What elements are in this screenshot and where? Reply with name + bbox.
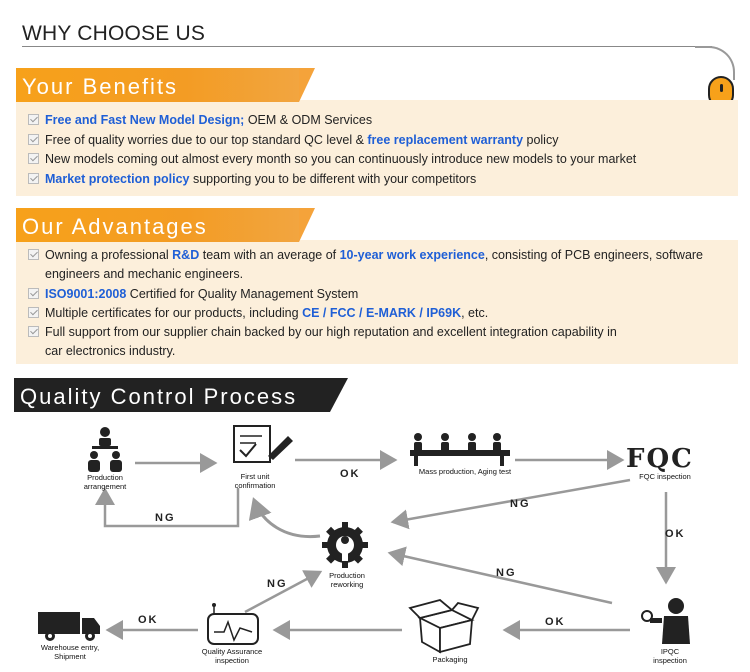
advantage-item-1: Owning a professional R&D team with an a…: [28, 246, 703, 265]
mass-production-line-icon: [410, 433, 510, 466]
packaging-box-icon: [408, 599, 480, 654]
advantages-title: Our Advantages: [16, 208, 315, 242]
check-icon: [28, 173, 39, 184]
arrow-qa-to-rework: [244, 570, 323, 614]
arrow-fqc-to-rework: [390, 478, 631, 530]
benefits-panel: [16, 100, 738, 196]
arrow-ipqc-to-rework: [387, 546, 613, 605]
check-icon: [28, 288, 39, 299]
page-title: WHY CHOOSE US: [22, 22, 206, 45]
benefits-title: Your Benefits: [16, 68, 315, 102]
advantage-item-2: ISO9001:2008 Certified for Quality Manag…: [28, 285, 358, 304]
qc-title: Quality Control Process: [14, 378, 348, 412]
label-reworking: Production reworking: [329, 571, 365, 589]
header-divider: [22, 46, 712, 47]
check-icon: [28, 326, 39, 337]
arrow-rework-to-first: [248, 497, 321, 539]
check-icon: [28, 153, 39, 164]
warehouse-truck-icon: [38, 612, 100, 641]
advantages-panel: [16, 240, 738, 364]
check-icon: [28, 249, 39, 260]
label-packaging: Packaging: [432, 655, 468, 664]
label-first-unit: First unit confirmation: [234, 472, 276, 490]
label-mass-production: Mass production, Aging test: [418, 467, 512, 476]
advantage-item-4-line2: car electronics industry.: [45, 344, 176, 358]
edge-label-ok: OK: [545, 616, 566, 628]
label-production-arrangement: Production arrangement: [83, 473, 127, 491]
edge-label-ok: OK: [138, 614, 159, 626]
reworking-gear-wrench-icon: [322, 522, 368, 568]
edge-label-ok: OK: [340, 468, 361, 480]
benefit-item-3: New models coming out almost every month…: [28, 150, 636, 169]
mouse-wheel: [720, 84, 723, 92]
production-arrangement-icon: [88, 427, 122, 472]
advantage-item-4: Full support from our supplier chain bac…: [28, 323, 617, 342]
fqc-logo: FQC: [626, 444, 694, 474]
edge-label-ng: NG: [496, 567, 517, 579]
edge-label-ng: NG: [510, 498, 531, 510]
check-icon: [28, 114, 39, 125]
ipqc-inspector-icon: [641, 598, 690, 644]
benefit-item-4: Market protection policy supporting you …: [28, 170, 476, 189]
edge-label-ng: NG: [267, 578, 288, 590]
benefit-item-1: Free and Fast New Model Design; OEM & OD…: [28, 111, 372, 130]
edge-label-ng: NG: [155, 512, 176, 524]
label-ipqc: IPQC inspection: [653, 647, 687, 665]
advantage-item-1-line2: engineers and mechanic engineers.: [45, 267, 244, 281]
qa-monitor-icon: [207, 603, 259, 645]
benefit-item-2: Free of quality worries due to our top s…: [28, 131, 558, 150]
check-icon: [28, 307, 39, 318]
edge-label-ok: OK: [665, 528, 686, 540]
arrow-first-ng-back: [95, 487, 240, 528]
first-unit-clipboard-icon: [233, 425, 293, 463]
label-fqc-inspection: FQC inspection: [639, 472, 691, 481]
label-warehouse: Warehouse entry, Shipment: [40, 643, 100, 661]
advantage-item-3: Multiple certificates for our products, …: [28, 304, 488, 323]
label-qa: Quality Assurance inspection: [201, 647, 263, 665]
check-icon: [28, 134, 39, 145]
